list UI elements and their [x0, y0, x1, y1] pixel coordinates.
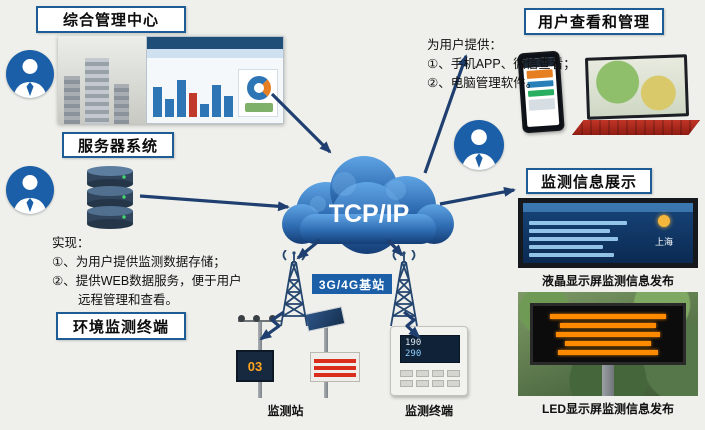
dashboard-titlebar [147, 37, 283, 49]
server-stack-icon [82, 164, 138, 235]
terminal-reading-1: 190 [405, 338, 422, 348]
note-user-provide: 为用户提供： ①、手机APP、微信查看； ②、电脑管理软件。 [427, 36, 576, 93]
city-buildings-image [58, 36, 146, 124]
cloud-label-text: TCP/IP [329, 200, 410, 228]
lcd-data-rows [529, 217, 635, 261]
node-label-monitor-display: 监测信息展示 [526, 168, 652, 194]
caption-terminal: 监测终端 [404, 404, 453, 418]
station-display-screen: 03 [236, 350, 274, 382]
lcd-city-label: 上海 [654, 237, 673, 247]
laptop-keyboard [572, 120, 700, 135]
base-station-label: 3G/4G基站 [312, 274, 392, 294]
caption-led: LED显示屏监测信息发布 [541, 402, 674, 416]
node-label-management-center: 综合管理中心 [36, 6, 186, 33]
led-screen [530, 303, 686, 365]
note-user-provide-line2: ①、手机APP、微信查看； [427, 57, 576, 71]
note-realize-line2: ①、为用户提供监测数据存储； [52, 255, 226, 269]
station-led-panel [310, 352, 360, 382]
dashboard-ui-image [146, 36, 284, 124]
sun-icon [658, 215, 670, 227]
caption-lcd: 液晶显示屏监测信息发布 [541, 274, 674, 288]
monitor-terminal-photo: 190 290 [390, 326, 468, 396]
dashboard-side-panel [238, 69, 278, 117]
node-label-env-terminal: 环境监测终端 [56, 312, 186, 340]
node-label-user-management: 用户查看和管理 [524, 8, 664, 35]
note-user-provide-line3: ②、电脑管理软件。 [427, 76, 539, 90]
lcd-display-photo: 上海 [518, 198, 698, 268]
lcd-screen: 上海 [523, 203, 693, 263]
user-person-icon [454, 120, 504, 170]
dashboard-bar-chart [153, 69, 234, 117]
terminal-buttons [400, 370, 460, 387]
note-realize: 实现： ①、为用户提供监测数据存储； ②、提供WEB数据服务，便于用户 远程管理… [52, 234, 242, 310]
terminal-screen: 190 290 [400, 335, 460, 363]
admin-person-icon [6, 50, 54, 98]
user-devices-image [514, 50, 704, 138]
station-display-value: 03 [247, 358, 263, 374]
weather-station-photo: 03 [222, 306, 362, 400]
note-realize-line1: 实现： [52, 236, 90, 250]
antenna-tower-left-icon [272, 249, 316, 328]
server-person-icon [6, 166, 54, 214]
note-realize-line3: ②、提供WEB数据服务，便于用户 [52, 274, 242, 288]
dashboard-map-thumbnail [245, 103, 273, 112]
management-software-screenshot [58, 36, 284, 124]
tcpip-cloud: TCP/IP [274, 146, 464, 263]
led-display-photo [518, 292, 698, 396]
dashboard-pie-chart [247, 76, 271, 100]
led-pole [602, 365, 614, 396]
note-user-provide-line1: 为用户提供： [427, 38, 503, 52]
dashboard-toolbar [147, 49, 283, 58]
node-label-server-system: 服务器系统 [62, 132, 174, 158]
terminal-reading-2: 290 [405, 349, 422, 359]
caption-station: 监测站 [267, 404, 304, 418]
note-realize-line4: 远程管理和查看。 [78, 293, 179, 307]
